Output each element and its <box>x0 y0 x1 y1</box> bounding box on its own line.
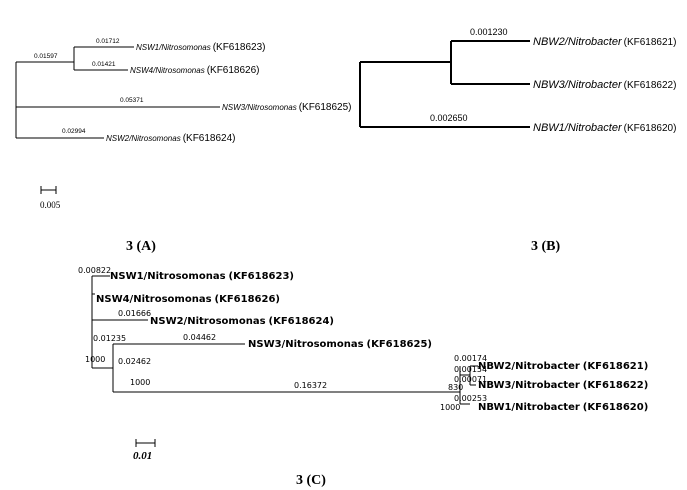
panel-a-scale-bar <box>40 186 57 194</box>
panel-c-bootstrap-1: 1000 <box>85 355 105 364</box>
panel-c-leaf-nsw3: NSW3/Nitrosomonas(KF618625) <box>248 339 432 350</box>
panel-b-labels: 0.001230 NBW2/Nitrobacter(KF618621) NBW3… <box>430 27 676 254</box>
panel-c-scale-bar <box>135 439 156 447</box>
panel-b-leaf-nbw2: NBW2/Nitrobacter(KF618621) <box>533 36 676 48</box>
panel-a-tree <box>15 46 220 194</box>
panel-c-branch-label-nbw1: 0.00253 <box>454 394 487 403</box>
panel-c-branch-label-nsw3: 0.04462 <box>183 333 216 342</box>
panel-c-caption: 3 (C) <box>296 473 326 488</box>
panel-a-branch-label-nsw2: 0.02994 <box>62 128 86 135</box>
panel-c-internal-label-2: 0.02462 <box>118 357 151 366</box>
panel-a-leaf-nsw2: NSW2/Nitrosomonas(KF618624) <box>106 133 236 144</box>
panel-b-branch-label-nbw2: 0.001230 <box>470 27 508 37</box>
panel-c-branch-label-nbw2: 0.00174 <box>454 354 487 363</box>
panel-c-leaf-nsw2: NSW2/Nitrosomonas(KF618624) <box>150 316 334 327</box>
panel-a-caption: 3 (A) <box>126 239 156 254</box>
panel-a-branch-label-nsw3: 0.05371 <box>120 97 144 104</box>
panel-c-internal-label-4: 0.00154 <box>454 365 487 374</box>
panel-a-labels: 0.01597 0.01712 NSW1/Nitrosomonas(KF6186… <box>34 38 352 254</box>
panel-c-bootstrap-2: 1000 <box>130 378 150 387</box>
panel-a-leaf-nsw3: NSW3/Nitrosomonas(KF618625) <box>222 102 352 113</box>
panel-a-leaf-nsw4: NSW4/Nitrosomonas(KF618626) <box>130 65 260 76</box>
panel-b-leaf-nbw1: NBW1/Nitrobacter(KF618620) <box>533 122 676 134</box>
panel-a-branch-label-nsw4: 0.01421 <box>92 61 116 68</box>
panel-c-tree <box>91 275 478 447</box>
panel-a-scale-label: 0.005 <box>40 200 61 210</box>
panel-c-branch-label-nbw3: 0.00071 <box>454 375 487 384</box>
panel-c-leaf-nbw3: NBW3/Nitrobacter(KF618622) <box>478 380 648 391</box>
panel-c-leaf-nbw2: NBW2/Nitrobacter(KF618621) <box>478 361 648 372</box>
panel-c-leaf-nsw1: NSW1/Nitrosomonas(KF618623) <box>110 271 294 282</box>
panel-a-branch-label-nsw1: 0.01712 <box>96 38 120 45</box>
panel-c-labels: 0.00822 NSW1/Nitrosomonas(KF618623) NSW4… <box>78 266 648 488</box>
panel-a-internal-label: 0.01597 <box>34 53 58 60</box>
panel-c-leaf-nsw4: NSW4/Nitrosomonas(KF618626) <box>96 294 280 305</box>
panel-b-tree <box>359 40 530 128</box>
panel-c-bootstrap-3: 830 <box>448 383 463 392</box>
panel-c-leaf-nbw1: NBW1/Nitrobacter(KF618620) <box>478 402 648 413</box>
panel-a-leaf-nsw1: NSW1/Nitrosomonas(KF618623) <box>136 42 266 53</box>
panel-c-internal-label-3: 0.16372 <box>294 381 327 390</box>
panel-c-internal-label-1: 0.01235 <box>93 334 126 343</box>
panel-c-scale-label: 0.01 <box>133 450 152 462</box>
panel-c-branch-label-nsw1: 0.00822 <box>78 266 111 275</box>
panel-c-bootstrap-4: 1000 <box>440 403 460 412</box>
panel-b-caption: 3 (B) <box>531 239 561 254</box>
panel-b-branch-label-nbw1: 0.002650 <box>430 113 468 123</box>
panel-b-leaf-nbw3: NBW3/Nitrobacter(KF618622) <box>533 79 676 91</box>
panel-c-branch-label-nsw2: 0.01666 <box>118 309 151 318</box>
